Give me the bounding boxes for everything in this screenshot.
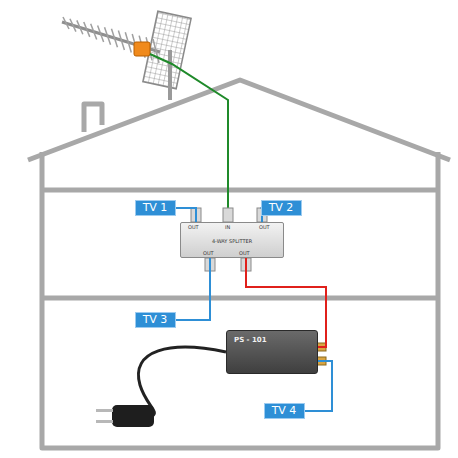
port-label: OUT	[239, 250, 250, 256]
device-name: 4-WAY SPLITTER	[181, 238, 283, 244]
tv-label: TV 4	[264, 403, 305, 419]
tv-label: TV 2	[261, 200, 302, 216]
port-label: IN	[225, 224, 230, 230]
power-supply-box: PS - 101	[226, 330, 318, 374]
antenna-cable	[150, 54, 228, 208]
port-label: OUT	[259, 224, 270, 230]
antenna	[62, 11, 191, 100]
tv-label: TV 3	[135, 312, 176, 328]
house-outline	[28, 80, 450, 448]
tv-label: TV 1	[135, 200, 176, 216]
port-label: OUT	[203, 250, 214, 256]
tv-name: TV 3	[143, 314, 168, 326]
tv-name: TV 1	[143, 202, 168, 214]
port-label: OUT	[188, 224, 199, 230]
coax-cable	[176, 208, 197, 222]
tv-name: TV 2	[269, 202, 294, 214]
device-name: PS - 101	[234, 336, 267, 344]
tv-name: TV 4	[272, 405, 297, 417]
coax-cable	[176, 258, 211, 320]
